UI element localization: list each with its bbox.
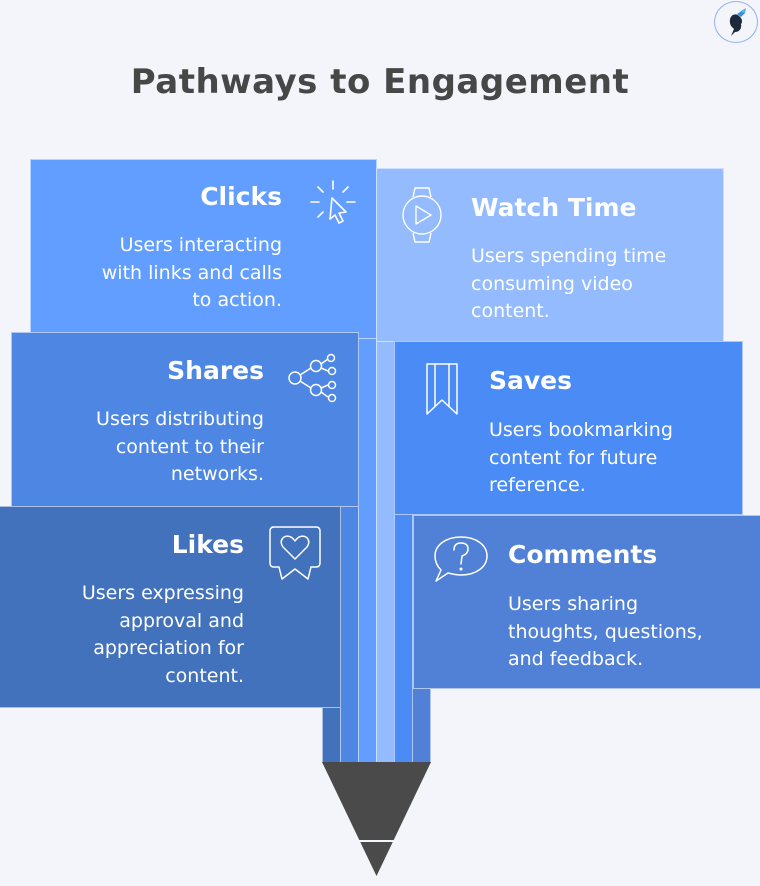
card-saves: Saves Users bookmarking content for futu… [394,341,743,515]
card-description: Users interacting with links and calls t… [101,234,282,311]
stripe-watch-time [376,330,395,763]
silhouette-butterfly-icon [729,8,746,36]
heart-bubble-icon [269,526,321,580]
card-description: Users sharing thoughts, questions, and f… [508,593,703,670]
card-description: Users spending time consuming video cont… [471,245,667,322]
cursor-click-icon [310,180,356,224]
card-title: Shares [167,356,264,385]
card-description: Users bookmarking content for future ref… [489,419,673,496]
card-comments: Comments Users sharing thoughts, questio… [413,515,760,689]
card-description: Users distributing content to their netw… [96,408,264,485]
card-shares: Shares Users distributing content to the… [11,332,359,507]
page-title: Pathways to Engagement [130,62,630,102]
card-clicks: Clicks Users interacting with links and … [30,159,377,339]
stripe-shares [340,500,359,763]
card-watch-time: Watch Time Users spending time consuming… [376,168,724,342]
card-title: Likes [171,530,244,559]
card-title: Clicks [200,182,282,211]
stripe-comments [412,680,431,763]
stripe-likes [322,700,341,763]
pencil-tip-icon [322,762,431,876]
card-title: Watch Time [471,193,637,222]
card-title: Comments [508,540,658,569]
card-title: Saves [489,366,573,395]
logo [714,1,758,43]
bookmark-icon [426,363,458,415]
smartwatch-play-icon [402,187,442,243]
share-network-icon [288,353,337,403]
stripe-clicks [358,300,377,763]
question-bubble-icon [434,536,488,582]
card-description: Users expressing approval and appreciati… [81,582,244,687]
card-likes: Likes Users expressing approval and appr… [0,506,341,708]
stripe-saves [394,500,413,763]
